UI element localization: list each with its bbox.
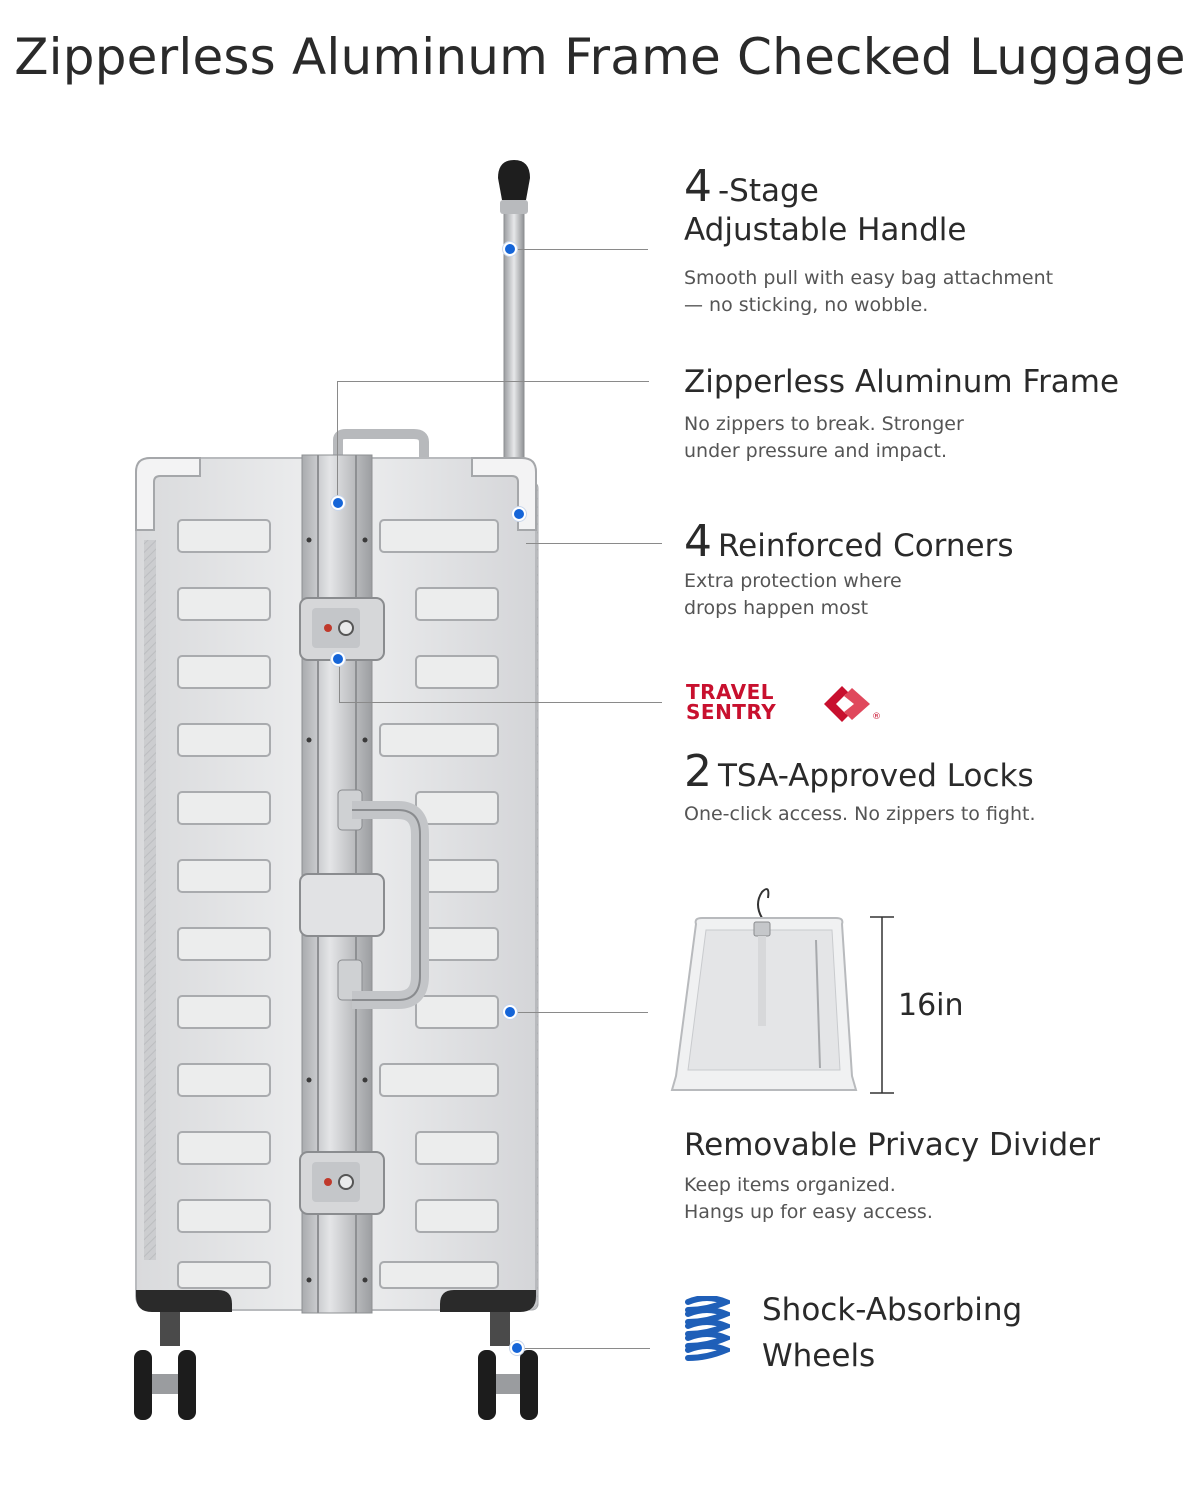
suitcase-illustration: [134, 160, 539, 1420]
handle-heading: 4-Stage: [684, 155, 819, 219]
frame-desc-line1: No zippers to break. Stronger: [684, 413, 964, 435]
travel-sentry-diamond-icon: [824, 686, 870, 722]
handle-heading-text: -Stage: [718, 173, 819, 209]
handle-desc-line1: Smooth pull with easy bag attachment: [684, 267, 1054, 289]
privacy-divider-illustration: [670, 888, 894, 1094]
callout-line-corners: [526, 543, 662, 544]
hotspot-locks: [331, 652, 345, 666]
handle-heading-line2: Adjustable Handle: [684, 212, 967, 248]
side-carry-handle: [299, 789, 429, 1009]
top-carry-handle: [333, 429, 429, 458]
wheels-heading-line1: Shock-Absorbing: [762, 1292, 1023, 1328]
frame-heading: Zipperless Aluminum Frame: [684, 364, 1120, 400]
hotspot-frame: [331, 496, 345, 510]
hotspot-handle: [503, 242, 517, 256]
spring-icon: [685, 1296, 730, 1361]
hotspot-divider: [503, 1005, 517, 1019]
corners-heading-text: Reinforced Corners: [718, 528, 1014, 564]
locks-count: 2: [684, 746, 712, 797]
handle-desc-line2: — no sticking, no wobble.: [684, 294, 929, 316]
divider-heading: Removable Privacy Divider: [684, 1127, 1100, 1163]
corners-desc-line2: drops happen most: [684, 597, 869, 619]
callout-line-locks: [339, 702, 662, 703]
frame-desc-line2: under pressure and impact.: [684, 440, 948, 462]
handle-stage-count: 4: [684, 161, 712, 212]
callout-line-frame: [337, 381, 649, 382]
page-title: Zipperless Aluminum Frame Checked Luggag…: [14, 28, 1186, 86]
telescoping-handle: [498, 160, 530, 481]
hotspot-wheels: [510, 1341, 524, 1355]
callout-line-handle: [516, 249, 648, 250]
shell-ribs-left: [177, 519, 271, 1289]
divider-desc-line2: Hangs up for easy access.: [684, 1201, 933, 1223]
callout-line-divider: [516, 1012, 648, 1013]
wheels-heading-line2: Wheels: [762, 1338, 876, 1374]
travel-sentry-registered: ®: [872, 712, 881, 722]
travel-sentry-wordmark-line1: TRAVEL: [686, 680, 775, 704]
hotspot-corners: [512, 507, 526, 521]
corners-count: 4: [684, 516, 712, 567]
travel-sentry-wordmark-line2: SENTRY: [686, 700, 777, 724]
shell-ribs-right: [379, 519, 499, 1289]
callout-line-wheels: [522, 1348, 650, 1349]
tsa-lock-bottom: [299, 1151, 385, 1215]
callout-vline-locks: [339, 660, 340, 702]
tsa-lock-top: [299, 597, 385, 661]
locks-heading-text: TSA-Approved Locks: [718, 758, 1034, 794]
spinner-wheels: [134, 1312, 538, 1420]
corners-desc-line1: Extra protection where: [684, 570, 902, 592]
divider-desc-line1: Keep items organized.: [684, 1174, 896, 1196]
travel-sentry-logo: TRAVEL SENTRY ®: [684, 682, 884, 726]
divider-dimension-label: 16in: [898, 988, 964, 1023]
callout-vline-frame: [337, 381, 338, 503]
locks-desc-line1: One-click access. No zippers to fight.: [684, 803, 1036, 825]
